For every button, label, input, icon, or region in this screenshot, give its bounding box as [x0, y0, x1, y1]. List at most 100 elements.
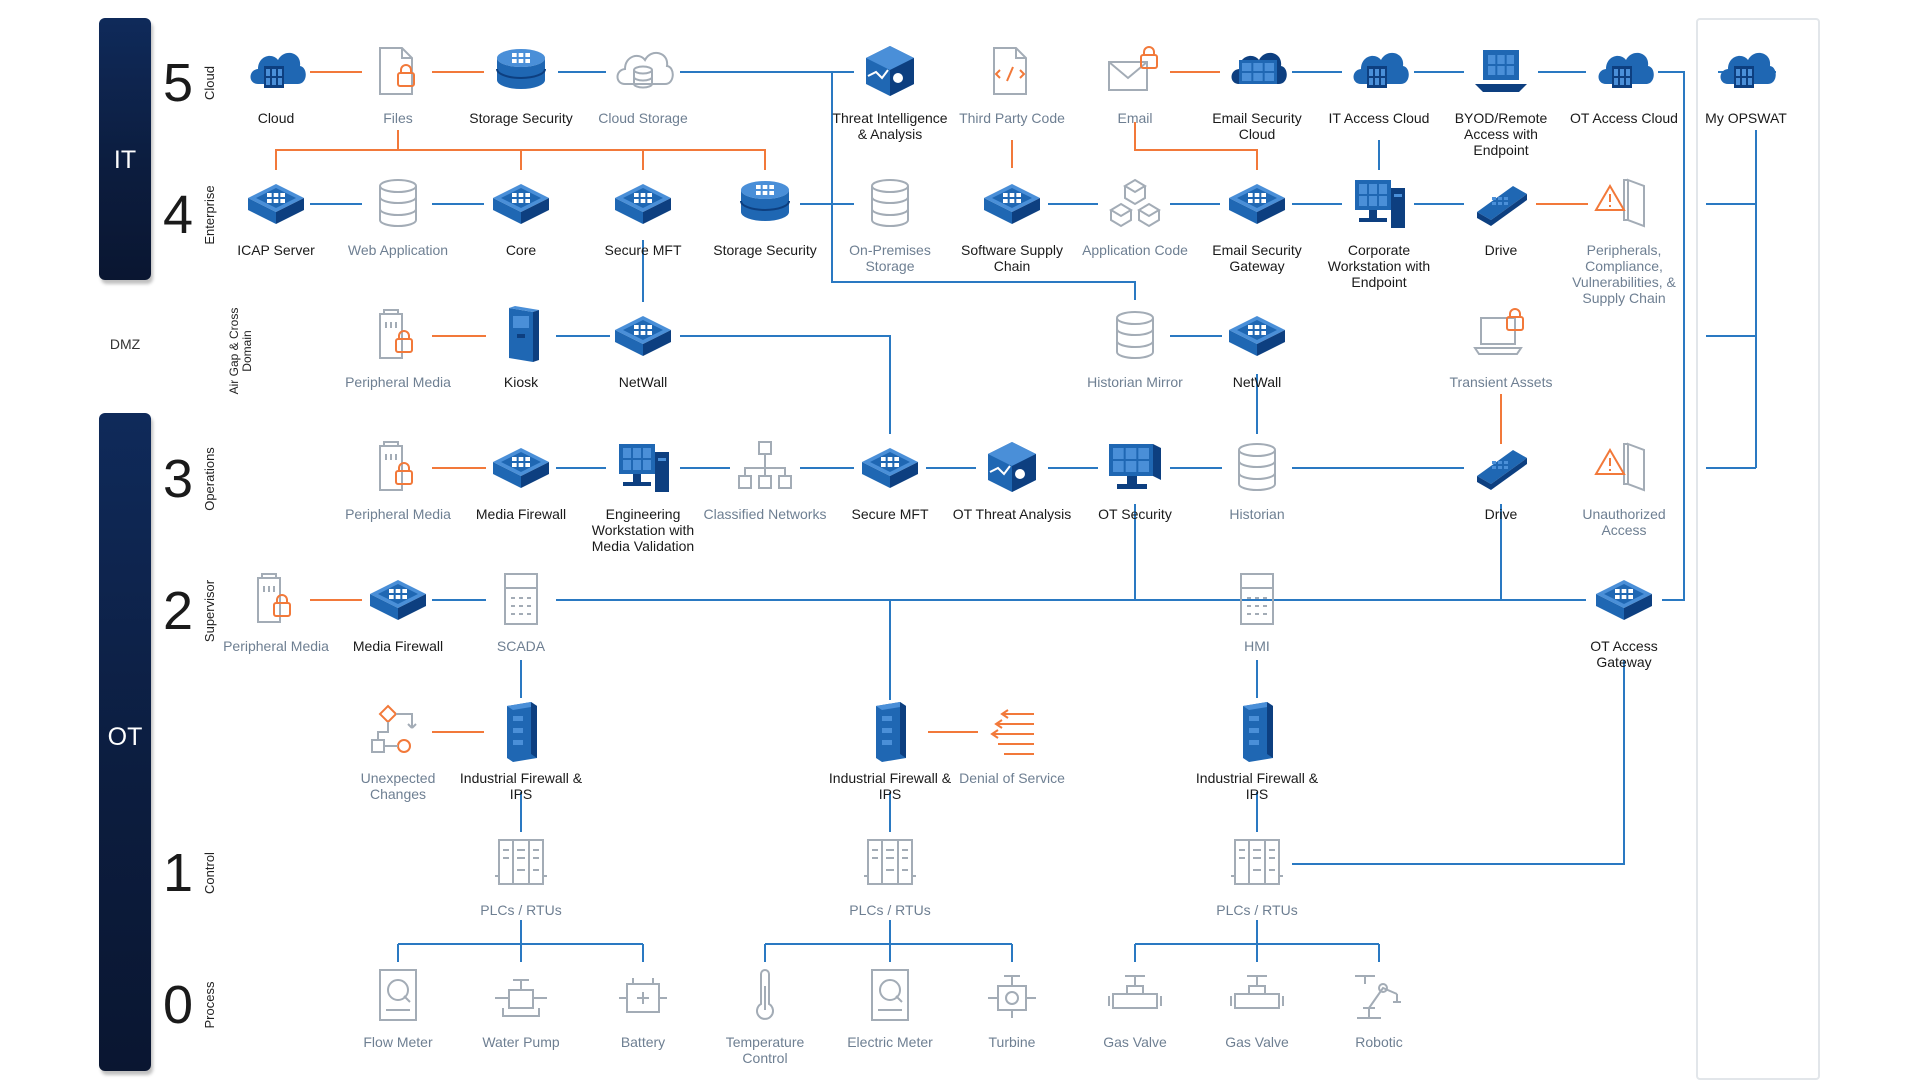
- node-label: Turbine: [988, 1034, 1036, 1050]
- node-kiosk: Kiosk: [459, 304, 583, 390]
- email-lock-icon: [1103, 40, 1167, 104]
- node-label: Files: [383, 110, 413, 126]
- node-label: OT Threat Analysis: [952, 506, 1072, 522]
- it-zone-label: IT: [113, 146, 137, 174]
- node-gas-valve-1: Gas Valve: [1073, 964, 1197, 1050]
- node-label: NetWall: [1232, 374, 1282, 390]
- node-eng-ws: Engineering Workstation with Media Valid…: [581, 436, 705, 554]
- node-label: Robotic: [1355, 1034, 1403, 1050]
- plc-icon: [1225, 832, 1289, 896]
- node-ifw-2: Industrial Firewall & IPS: [828, 700, 952, 802]
- node-label: Temperature Control: [725, 1034, 805, 1066]
- node-periph-media-dmz: Peripheral Media: [336, 304, 460, 390]
- node-label: Engineering Workstation with Media Valid…: [591, 506, 695, 554]
- node-onprem-storage: On-Premises Storage: [828, 172, 952, 274]
- node-label: Application Code: [1082, 242, 1188, 258]
- secure-mft-icon: [858, 436, 922, 500]
- network-icon: [733, 436, 797, 500]
- node-label: Email Security Gateway: [1212, 242, 1302, 274]
- node-label: Storage Security: [469, 110, 573, 126]
- cloud-server-icon: [244, 40, 308, 104]
- node-temp-control: Temperature Control: [703, 964, 827, 1066]
- laptop-lock-icon: [1469, 304, 1533, 368]
- drive-icon: [1469, 172, 1533, 236]
- node-hmi: HMI: [1195, 568, 1319, 654]
- database-icon: [1103, 304, 1167, 368]
- node-label: Water Pump: [482, 1034, 560, 1050]
- node-ot-access-gw: OT Access Gateway: [1562, 568, 1686, 670]
- node-label: NetWall: [618, 374, 668, 390]
- panel-icon: [489, 568, 553, 632]
- node-email-sec-gw: Email Security Gateway: [1195, 172, 1319, 274]
- node-label: BYOD/Remote Access with Endpoint: [1454, 110, 1548, 158]
- node-label: Gas Valve: [1103, 1034, 1167, 1050]
- node-it-access-cloud: IT Access Cloud: [1317, 40, 1441, 126]
- file-lock-icon: [366, 40, 430, 104]
- battery-icon: [611, 964, 675, 1028]
- node-label: Drive: [1484, 242, 1518, 258]
- node-sw-supply: Software Supply Chain: [950, 172, 1074, 274]
- node-ot-threat: OT Threat Analysis: [950, 436, 1074, 522]
- node-icap: ICAP Server: [214, 172, 338, 258]
- valve-icon: [1225, 964, 1289, 1028]
- node-label: SCADA: [496, 638, 546, 654]
- secure-mft-icon: [611, 172, 675, 236]
- media-firewall-icon: [489, 436, 553, 500]
- node-label: Threat Intelligence & Analysis: [832, 110, 948, 142]
- warning-door-icon: [1592, 172, 1656, 236]
- node-cloud: Cloud: [214, 40, 338, 126]
- threat-connector-14: [1134, 122, 1258, 170]
- node-drive-4: Drive: [1439, 172, 1563, 258]
- cubes-icon: [1103, 172, 1167, 236]
- storage-security-icon: [733, 172, 797, 236]
- node-battery: Battery: [581, 964, 705, 1050]
- plc-icon: [858, 832, 922, 896]
- node-robotic: Robotic: [1317, 964, 1441, 1050]
- cloud-storage-icon: [611, 40, 675, 104]
- node-label: Media Firewall: [352, 638, 444, 654]
- media-lock-icon: [366, 304, 430, 368]
- node-email: Email: [1073, 40, 1197, 126]
- node-label: Gas Valve: [1225, 1034, 1289, 1050]
- robot-arm-icon: [1347, 964, 1411, 1028]
- database-icon: [366, 172, 430, 236]
- node-label: My OPSWAT: [1705, 110, 1787, 126]
- node-scada: SCADA: [459, 568, 583, 654]
- dos-arrows-icon: [980, 700, 1044, 764]
- node-label: Cloud Storage: [598, 110, 688, 126]
- node-label: OT Access Cloud: [1570, 110, 1678, 126]
- node-label: PLCs / RTUs: [1216, 902, 1298, 918]
- node-core: Core: [459, 172, 583, 258]
- level-1-number: 1: [162, 843, 194, 903]
- warning-door-icon: [1592, 436, 1656, 500]
- thermometer-icon: [733, 964, 797, 1028]
- industrial-firewall-icon: [489, 700, 553, 764]
- netwall-icon: [611, 304, 675, 368]
- node-storage-sec-4: Storage Security: [703, 172, 827, 258]
- node-label: Industrial Firewall & IPS: [459, 770, 583, 802]
- node-web-app: Web Application: [336, 172, 460, 258]
- node-peripherals: Peripherals, Compliance, Vulnerabilities…: [1562, 172, 1686, 306]
- node-label: Drive: [1484, 506, 1518, 522]
- node-electric-meter: Electric Meter: [828, 964, 952, 1050]
- node-email-sec-cloud: Email Security Cloud: [1195, 40, 1319, 142]
- node-dos: Denial of Service: [950, 700, 1074, 786]
- node-label: Secure MFT: [851, 506, 929, 522]
- node-plc-3: PLCs / RTUs: [1195, 832, 1319, 918]
- node-label: Third Party Code: [959, 110, 1065, 126]
- node-secure-mft-4: Secure MFT: [581, 172, 705, 258]
- monitor-icon: [1103, 436, 1167, 500]
- dmz-zone-label: DMZ: [109, 336, 141, 352]
- it-access-cloud-icon: [1347, 40, 1411, 104]
- node-label: Cloud: [257, 110, 295, 126]
- node-label: Email Security Cloud: [1212, 110, 1302, 142]
- node-label: Unauthorized Access: [1582, 506, 1666, 538]
- node-label: On-Premises Storage: [849, 242, 931, 274]
- media-lock-icon: [366, 436, 430, 500]
- node-periph-media-2: Peripheral Media: [214, 568, 338, 654]
- node-cloud-storage: Cloud Storage: [581, 40, 705, 126]
- meter-icon: [858, 964, 922, 1028]
- threat-connector-10: [398, 149, 766, 170]
